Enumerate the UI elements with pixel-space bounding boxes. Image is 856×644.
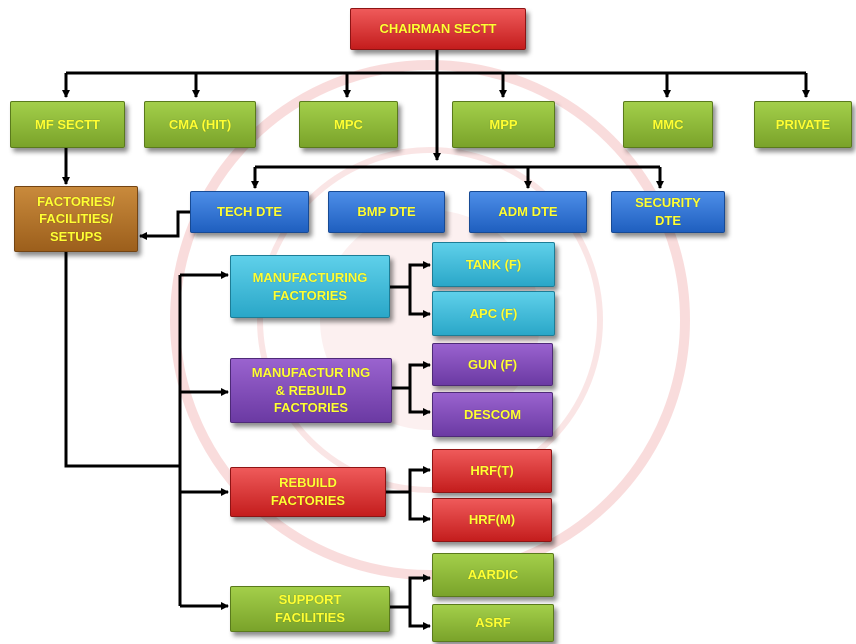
- mpc-box: MPC: [299, 101, 398, 148]
- aardic-box: AARDIC: [432, 553, 554, 597]
- connector: [139, 210, 190, 240]
- connector: [408, 261, 431, 287]
- factories-facilities-setups-box: FACTORIES/ FACILITIES/ SETUPS: [14, 186, 138, 252]
- descom-box: DESCOM: [432, 392, 553, 437]
- bmp-dte-box: BMP DTE: [328, 191, 445, 233]
- connector: [408, 466, 431, 492]
- support-facilities-box: SUPPORT FACILITIES: [230, 586, 390, 632]
- tank-f-box: TANK (F): [432, 242, 555, 287]
- connector: [408, 388, 431, 416]
- apc-f-box: APC (F): [432, 291, 555, 336]
- tech-dte-box: TECH DTE: [190, 191, 309, 233]
- connector: [408, 361, 431, 388]
- private-box: PRIVATE: [754, 101, 852, 148]
- connector: [408, 492, 431, 523]
- cma-hit-box: CMA (HIT): [144, 101, 256, 148]
- connector: [64, 252, 180, 468]
- manufacturing-factories-box: MANUFACTURING FACTORIES: [230, 255, 390, 318]
- connector: [408, 574, 431, 607]
- rebuild-factories-box: REBUILD FACTORIES: [230, 467, 386, 517]
- gun-f-box: GUN (F): [432, 343, 553, 386]
- security-dte-box: SECURITY DTE: [611, 191, 725, 233]
- manufacturing-rebuild-factories-box: MANUFACTUR ING & REBUILD FACTORIES: [230, 358, 392, 423]
- chairman-sectt-box: CHAIRMAN SECTT: [350, 8, 526, 50]
- connector: [408, 607, 431, 630]
- hrf-t-box: HRF(T): [432, 449, 552, 493]
- mmc-box: MMC: [623, 101, 713, 148]
- asrf-box: ASRF: [432, 604, 554, 642]
- adm-dte-box: ADM DTE: [469, 191, 587, 233]
- mpp-box: MPP: [452, 101, 555, 148]
- hrf-m-box: HRF(M): [432, 498, 552, 542]
- connector: [408, 287, 431, 318]
- mf-sectt-box: MF SECTT: [10, 101, 125, 148]
